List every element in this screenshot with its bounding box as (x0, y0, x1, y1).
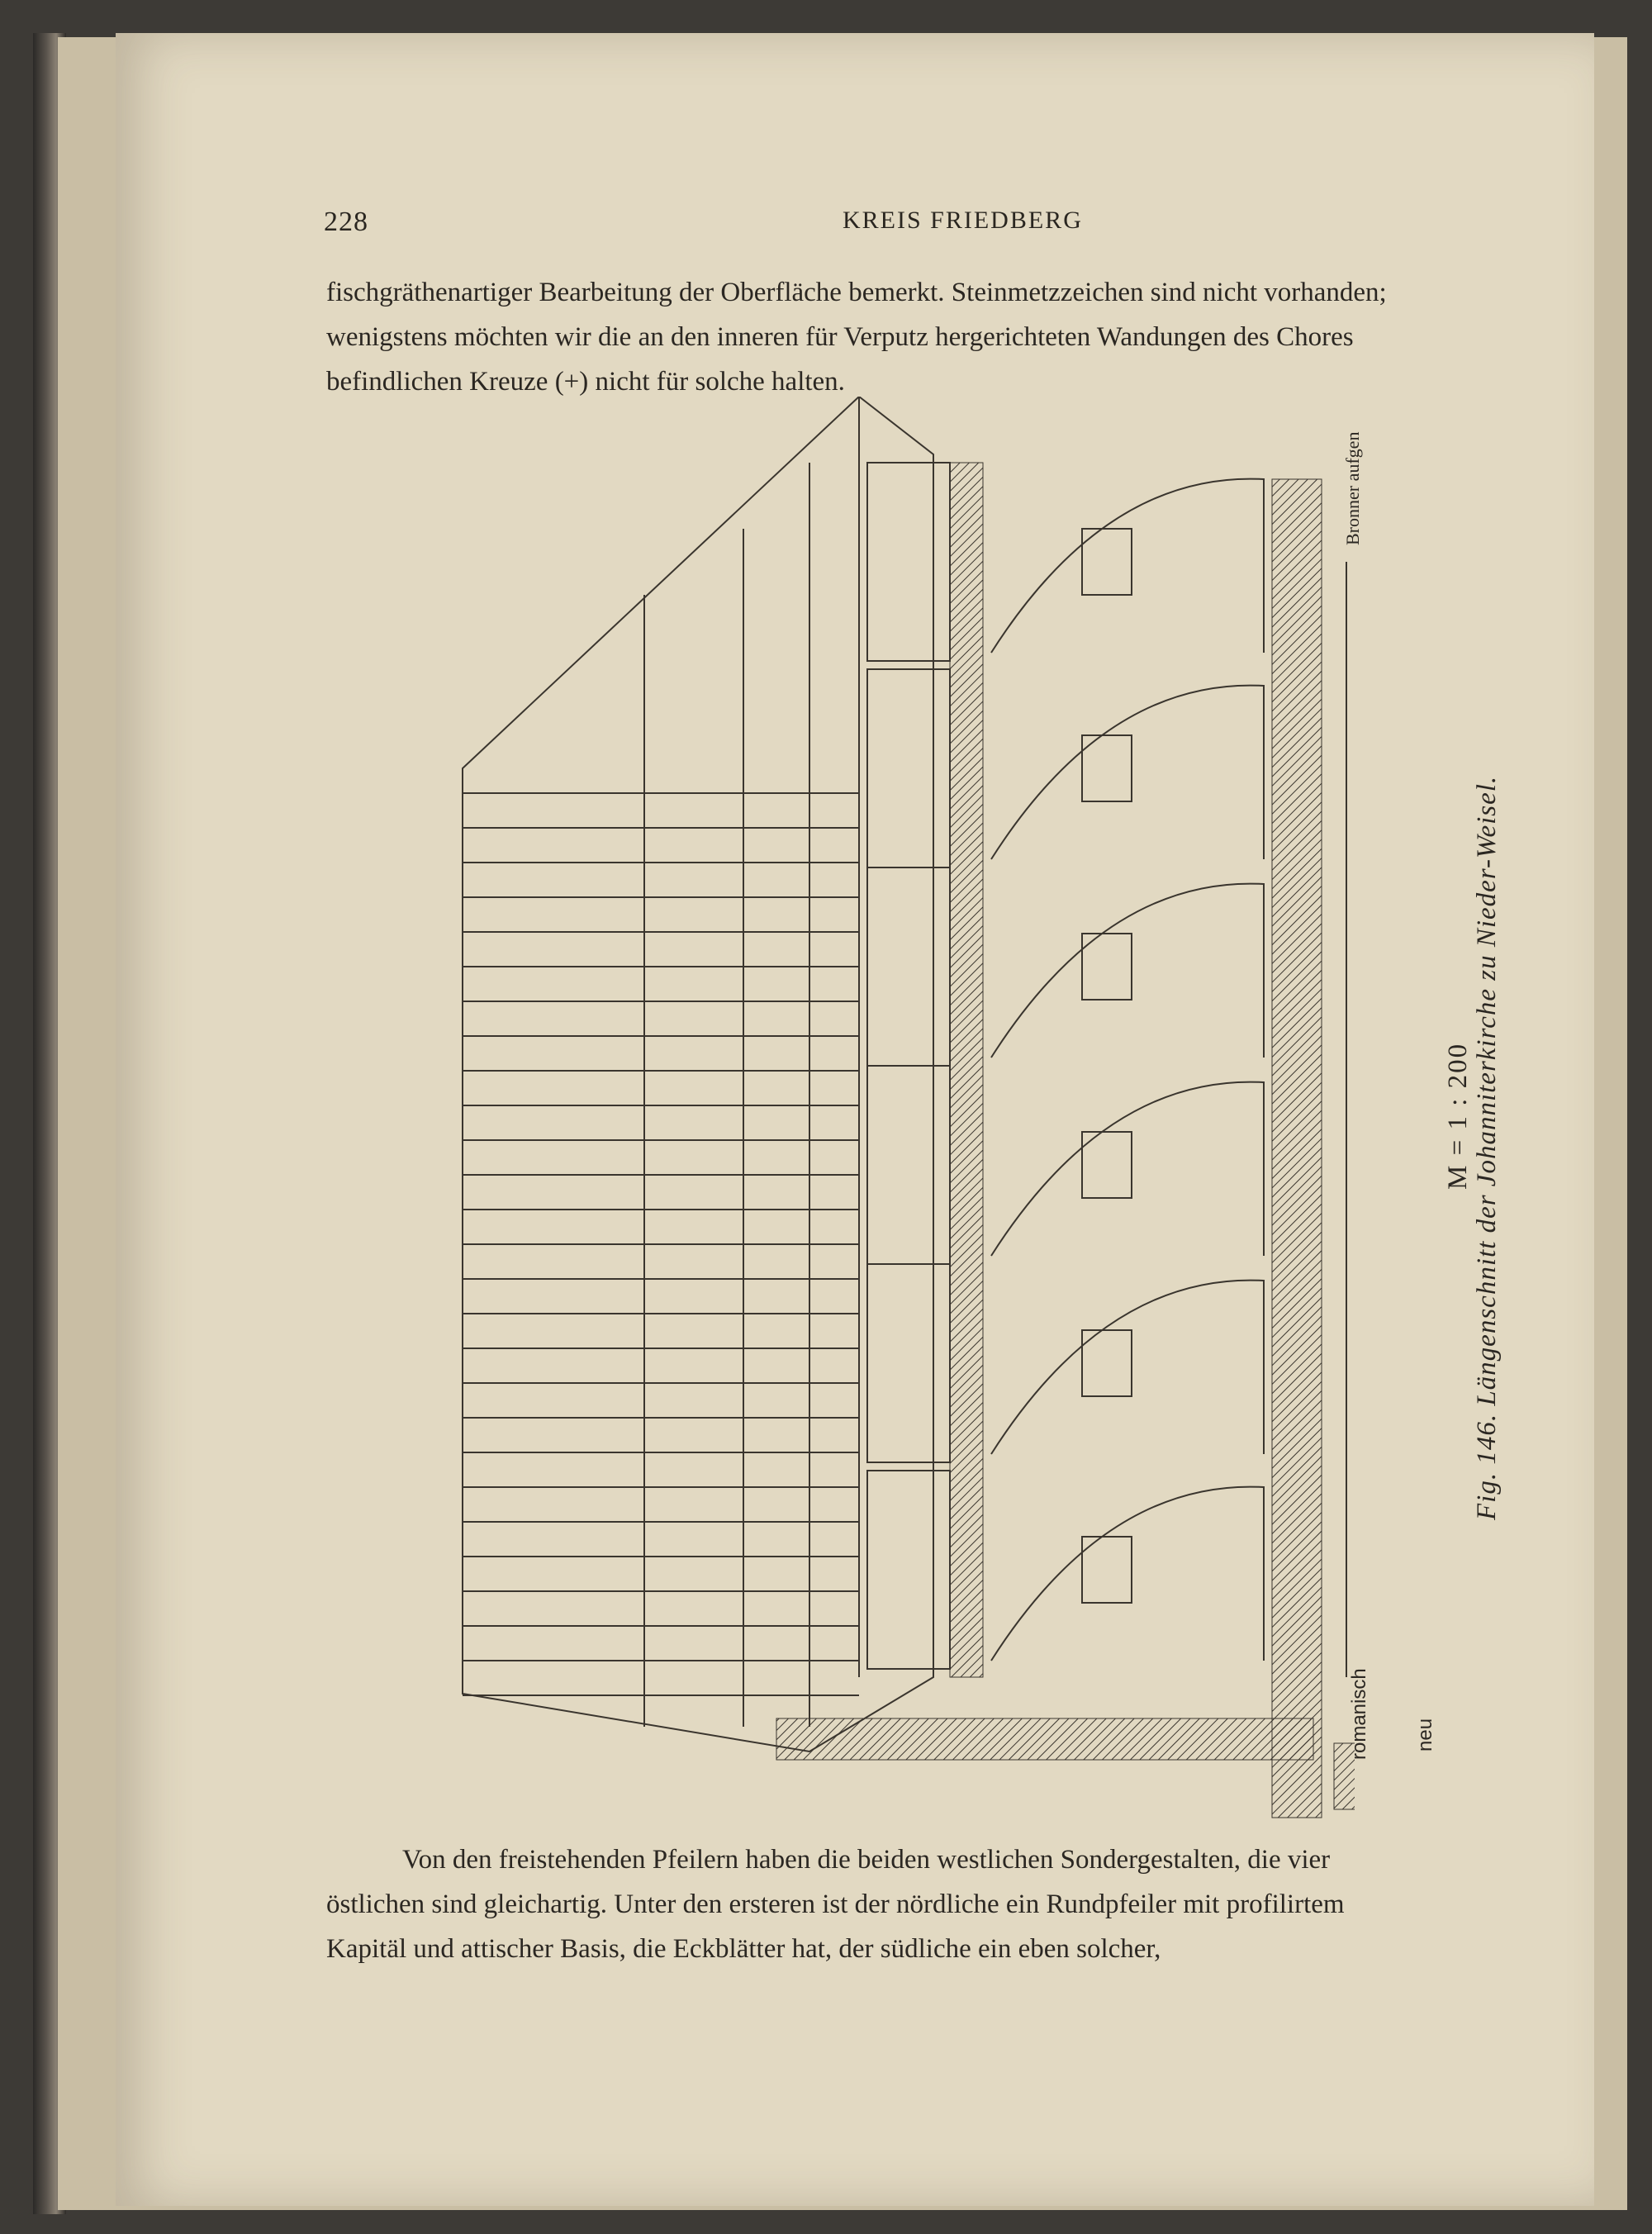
aisle-bay (866, 462, 951, 662)
window-opening (1081, 933, 1132, 1001)
author-credit: Bronner aufgen (1342, 431, 1363, 545)
section-drawing (462, 395, 1427, 1818)
figure-caption: Fig. 146. Längenschnitt der Johanniterki… (1472, 775, 1502, 1520)
window-opening (1081, 734, 1132, 802)
aisle-bay (866, 867, 951, 1067)
book-page (116, 33, 1594, 2206)
aisle-bay (866, 668, 951, 868)
vault-arch (990, 478, 1265, 654)
vault-arch (990, 1485, 1265, 1661)
vault-arch (990, 1279, 1265, 1455)
aisle-bay (866, 1263, 951, 1463)
vault-arch (990, 882, 1265, 1058)
longitudinal-section-figure (446, 395, 1427, 1834)
top-paragraph: fischgräthenartiger Bearbeitung der Ober… (326, 278, 1387, 397)
window-opening (1081, 1131, 1132, 1199)
window-opening (1081, 528, 1132, 596)
legend-romanisch-label: romanisch (1348, 1668, 1370, 1760)
running-head: KREIS FRIEDBERG (843, 207, 1083, 234)
bottom-paragraph: Von den freistehenden Pfeilern haben die… (326, 1845, 1345, 1964)
window-opening (1081, 1536, 1132, 1604)
aisle-bay (866, 1065, 951, 1265)
legend-neu-label: neu (1414, 1718, 1436, 1752)
scale-label: M = 1 : 200 (1443, 1042, 1473, 1190)
vault-arch (990, 684, 1265, 860)
aisle-bay (866, 1470, 951, 1670)
vault-arch (990, 1081, 1265, 1257)
window-opening (1081, 1329, 1132, 1397)
page-number: 228 (324, 207, 368, 237)
